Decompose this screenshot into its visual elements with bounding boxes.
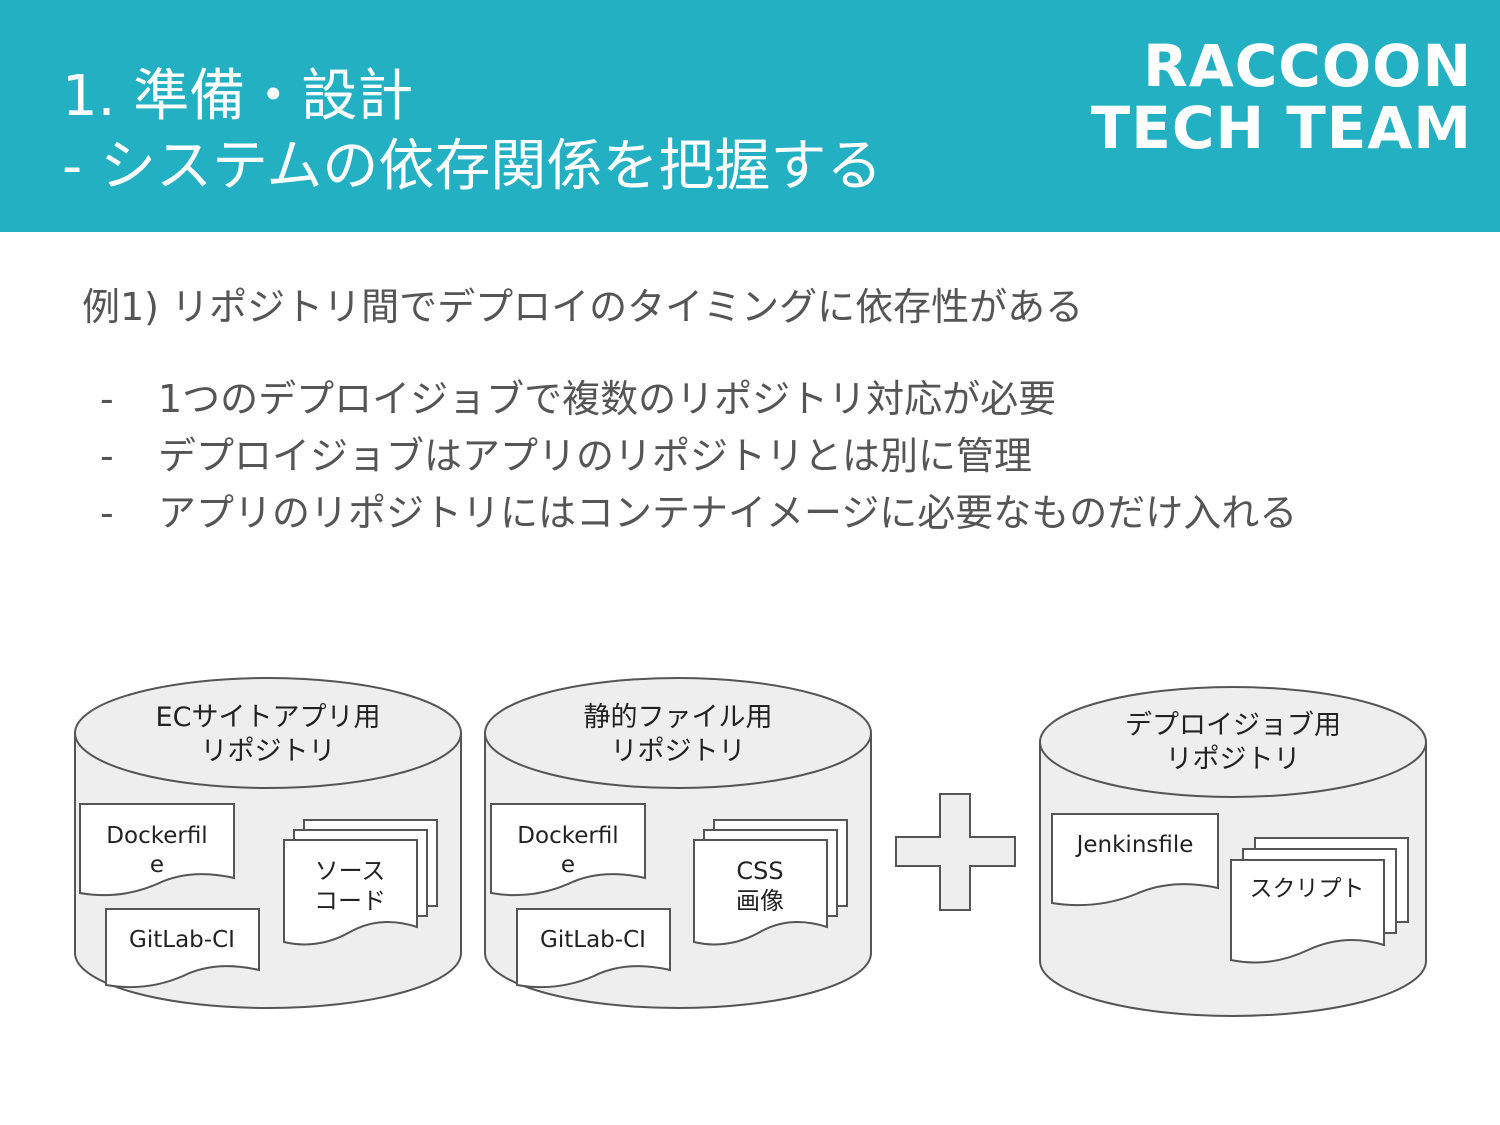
plus-icon <box>895 793 1016 911</box>
document-shape: GitLab-CI <box>105 908 260 989</box>
repository-cylinder: 静的ファイル用 リポジトリ Dockerfil e GitLab-CI CSS … <box>484 677 872 1009</box>
document-label-line1: Dockerfil <box>106 823 207 849</box>
repo-title-line2: リポジトリ <box>611 736 746 767</box>
bullet-item: -1つのデプロイジョブで複数のリポジトリ対応が必要 <box>100 374 1056 424</box>
multi-document-label-line1: ソース <box>315 857 386 885</box>
multi-document-label: スクリプト <box>1250 876 1365 902</box>
multi-document-shape: ソース コード <box>283 819 438 946</box>
document-label: GitLab-CI <box>129 927 235 953</box>
bullet-marker: - <box>100 491 114 535</box>
repo-title-line1: 静的ファイル用 <box>584 702 773 733</box>
multi-document-shape: スクリプト <box>1230 837 1409 964</box>
logo-line2: TECH TEAM <box>1090 94 1472 162</box>
multi-document-label-line2: 画像 <box>736 887 784 915</box>
bullet-item: -デプロイジョブはアプリのリポジトリとは別に管理 <box>100 431 1032 481</box>
multi-document-shape: CSS 画像 <box>693 819 848 946</box>
document-shape: GitLab-CI <box>516 908 671 989</box>
bullet-text: アプリのリポジトリにはコンテナイメージに必要なものだけ入れる <box>158 491 1298 535</box>
repo-title-line2: リポジトリ <box>201 736 336 767</box>
document-shape: Dockerfil e <box>490 803 646 897</box>
repository-cylinder: デプロイジョブ用 リポジトリ Jenkinsfile スクリプト <box>1039 686 1427 1017</box>
slide-title-line1: 1. 準備・設計 <box>62 64 414 129</box>
document-shape: Dockerfil e <box>79 803 235 897</box>
repo-title-line1: ECサイトアプリ用 <box>156 702 381 733</box>
document-label-line2: e <box>561 852 575 878</box>
multi-document-label-line2: コード <box>314 887 386 915</box>
document-label: Jenkinsfile <box>1075 832 1194 858</box>
repository-cylinder: ECサイトアプリ用 リポジトリ Dockerfil e GitLab-CI ソー… <box>74 677 462 1009</box>
document-label-line2: e <box>150 852 164 878</box>
slide-title-line2: - システムの依存関係を把握する <box>62 134 883 199</box>
document-shape: Jenkinsfile <box>1051 813 1219 907</box>
bullet-marker: - <box>100 377 114 421</box>
multi-document-label-line1: CSS <box>736 857 783 885</box>
bullet-marker: - <box>100 434 114 478</box>
repo-title-line1: デプロイジョブ用 <box>1125 710 1341 741</box>
intro-text: 例1) リポジトリ間でデプロイのタイミングに依存性がある <box>82 285 1084 329</box>
bullet-text: 1つのデプロイジョブで複数のリポジトリ対応が必要 <box>158 377 1057 421</box>
document-label-line1: Dockerfil <box>517 823 618 849</box>
bullet-text: デプロイジョブはアプリのリポジトリとは別に管理 <box>158 434 1033 478</box>
bullet-item: -アプリのリポジトリにはコンテナイメージに必要なものだけ入れる <box>100 488 1297 538</box>
document-label: GitLab-CI <box>540 927 646 953</box>
repo-title-line2: リポジトリ <box>1166 744 1301 775</box>
header-bar: 1. 準備・設計 - システムの依存関係を把握する RACCOON TECH T… <box>0 0 1500 232</box>
logo-line1: RACCOON <box>1143 32 1472 100</box>
